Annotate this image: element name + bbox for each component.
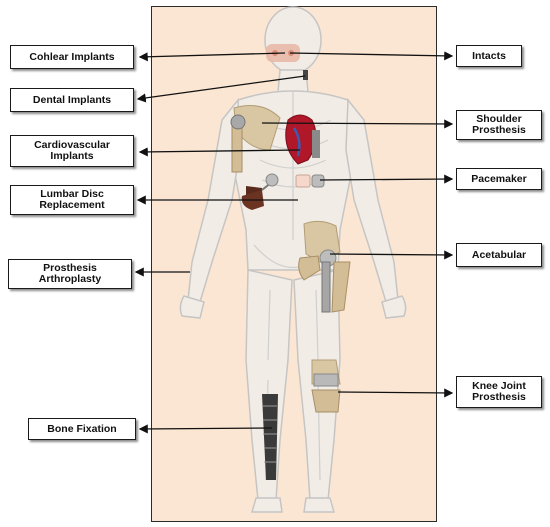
- arrow-shoulder: [261, 119, 454, 129]
- label-knee-text: Knee Joint Prosthesis: [472, 380, 526, 403]
- label-acetabular: Acetabular: [456, 243, 542, 267]
- left-hand: [179, 295, 205, 319]
- label-intacts-text: Intacts: [472, 49, 506, 62]
- pacemaker-graphic: [295, 174, 325, 188]
- right-hand: [381, 295, 407, 319]
- label-pacemaker: Pacemaker: [456, 168, 542, 190]
- label-dental-text: Dental Implants: [32, 93, 112, 106]
- bone-fixation-graphic: [262, 394, 278, 480]
- label-prosthesis-text: Prosthesis Arthroplasty: [38, 262, 102, 285]
- arrow-cardio: [138, 147, 301, 157]
- right-arm: [345, 97, 399, 303]
- label-cohlear-implants: Cohlear Implants: [10, 45, 134, 69]
- arrow-pacemaker: [319, 174, 454, 184]
- heart-graphic: [285, 114, 320, 165]
- dental-implant-graphic: [303, 70, 308, 80]
- arrow-knee: [337, 388, 454, 398]
- label-knee-joint-prosthesis: Knee Joint Prosthesis: [456, 376, 542, 408]
- human-silhouette: [179, 6, 407, 513]
- label-intacts: Intacts: [456, 45, 522, 67]
- label-shoulder-prosthesis: Shoulder Prosthesis: [456, 110, 542, 140]
- arrow-cohlear: [138, 52, 286, 62]
- knee-joint-graphic: [311, 359, 341, 413]
- label-cohlear-text: Cohlear Implants: [29, 50, 115, 63]
- label-lumbar-disc-replacement: Lumbar Disc Replacement: [10, 185, 134, 215]
- label-pacemaker-text: Pacemaker: [471, 172, 527, 185]
- right-foot: [303, 497, 335, 513]
- arrow-intacts: [289, 51, 454, 61]
- arrow-acetabular: [329, 250, 454, 260]
- label-prosthesis-arthroplasty: Prosthesis Arthroplasty: [8, 259, 132, 289]
- head: [264, 6, 322, 74]
- label-lumbar-text: Lumbar Disc Replacement: [39, 188, 105, 211]
- label-bone-fixation: Bone Fixation: [28, 418, 136, 440]
- leader-arrows: [134, 51, 454, 434]
- arrow-dental: [136, 75, 306, 103]
- label-acetabular-text: Acetabular: [471, 248, 527, 261]
- label-bone-text: Bone Fixation: [47, 422, 117, 435]
- arrow-bone: [138, 424, 273, 434]
- left-foot: [251, 497, 283, 513]
- label-dental-implants: Dental Implants: [10, 88, 134, 112]
- label-shoulder-text: Shoulder Prosthesis: [472, 113, 526, 136]
- label-cardio-text: Cardiovascular Implants: [34, 139, 110, 162]
- acetabular-graphic: [298, 220, 351, 313]
- label-cardiovascular-implants: Cardiovascular Implants: [10, 135, 134, 167]
